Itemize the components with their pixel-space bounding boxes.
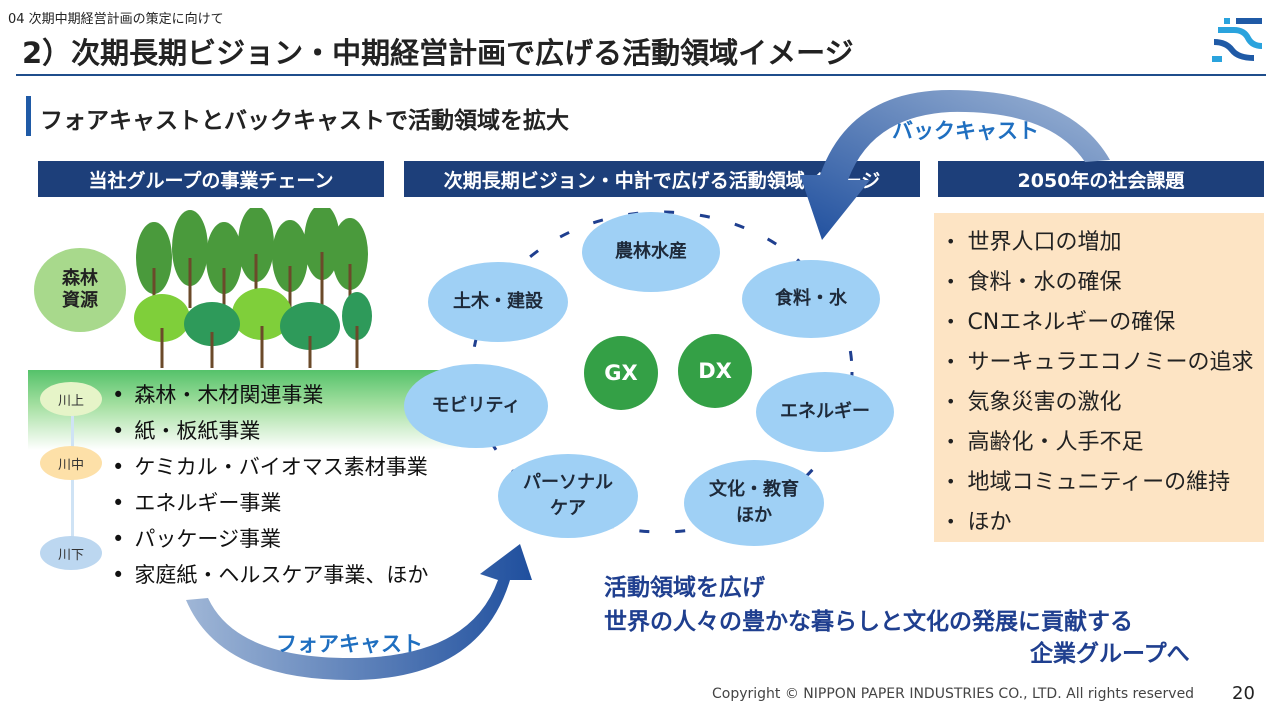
- domain-culture-education: 文化・教育 ほか: [684, 460, 824, 546]
- header-business-chain: 当社グループの事業チェーン: [38, 161, 384, 197]
- backcast-arrow-icon: [800, 90, 1110, 240]
- domain-culture-line2: ほか: [736, 505, 772, 526]
- list-item: パッケージ事業: [112, 521, 428, 557]
- list-item: ケミカル・バイオマス素材事業: [112, 449, 428, 485]
- conclusion-line2: 世界の人々の豊かな暮らしと文化の発展に貢献する: [604, 609, 1133, 635]
- list-item: 家庭紙・ヘルスケア事業、ほか: [112, 557, 428, 593]
- list-item: ほか: [946, 507, 1264, 547]
- company-logo-icon: [1212, 18, 1263, 62]
- gx-circle: GX: [584, 336, 658, 410]
- list-item: 高齢化・人手不足: [946, 427, 1264, 467]
- social-issues-box: 世界人口の増加 食料・水の確保 CNエネルギーの確保 サーキュラエコノミーの追求…: [934, 213, 1264, 542]
- conclusion-line3: 企業グループへ: [1030, 641, 1190, 667]
- forecast-label: フォアキャスト: [276, 632, 423, 656]
- forest-label-line1: 森林: [62, 268, 98, 289]
- dx-circle: DX: [678, 334, 752, 408]
- header-social-issues: 2050年の社会課題: [938, 161, 1264, 197]
- list-item: 気象災害の激化: [946, 387, 1264, 427]
- title-divider: [16, 74, 1266, 76]
- business-chain-list: 森林・木材関連事業 紙・板紙事業 ケミカル・バイオマス素材事業 エネルギー事業 …: [112, 377, 428, 593]
- domain-mobility: モビリティ: [404, 364, 548, 448]
- domain-culture-line1: 文化・教育: [709, 479, 799, 500]
- list-item: 地域コミュニティーの維持: [946, 467, 1264, 507]
- list-item: 世界人口の増加: [946, 227, 1264, 267]
- forest-resource-badge: 森林 資源: [34, 248, 126, 332]
- river-lower-pill: 川下: [40, 536, 102, 570]
- domain-ring: [470, 210, 854, 534]
- list-item: エネルギー事業: [112, 485, 428, 521]
- domain-energy: エネルギー: [756, 372, 894, 452]
- list-item: 森林・木材関連事業: [112, 377, 428, 413]
- list-item: 食料・水の確保: [946, 267, 1264, 307]
- social-issues-list: 世界人口の増加 食料・水の確保 CNエネルギーの確保 サーキュラエコノミーの追求…: [934, 213, 1264, 547]
- river-middle-pill: 川中: [40, 446, 102, 480]
- forecast-arrow-icon: [186, 544, 532, 680]
- domain-civil-engineering: 土木・建設: [428, 262, 568, 342]
- page-number: 20: [1232, 683, 1255, 704]
- list-item: サーキュラエコノミーの追求: [946, 347, 1264, 387]
- backcast-label: バックキャスト: [892, 119, 1039, 143]
- list-item: CNエネルギーの確保: [946, 307, 1264, 347]
- section-label: 04 次期中期経営計画の策定に向けて: [8, 12, 224, 27]
- domain-personal-line2: ケア: [550, 498, 586, 519]
- forest-label-line2: 資源: [62, 290, 98, 311]
- copyright-text: Copyright © NIPPON PAPER INDUSTRIES CO.,…: [712, 686, 1195, 702]
- page-title: 2）次期長期ビジョン・中期経営計画で広げる活動領域イメージ: [22, 36, 854, 70]
- subtitle-accent-bar: [26, 96, 31, 136]
- domain-personal-line1: パーソナル: [523, 472, 613, 493]
- subtitle: フォアキャストとバックキャストで活動領域を拡大: [40, 108, 569, 134]
- domain-food-water: 食料・水: [742, 260, 880, 338]
- domain-agriculture: 農林水産: [582, 212, 720, 292]
- river-upper-pill: 川上: [40, 382, 102, 416]
- forest-trees-illustration: [134, 208, 372, 368]
- list-item: 紙・板紙事業: [112, 413, 428, 449]
- conclusion-line1: 活動領域を広げ: [604, 575, 765, 601]
- domain-personal-care: パーソナル ケア: [498, 454, 638, 538]
